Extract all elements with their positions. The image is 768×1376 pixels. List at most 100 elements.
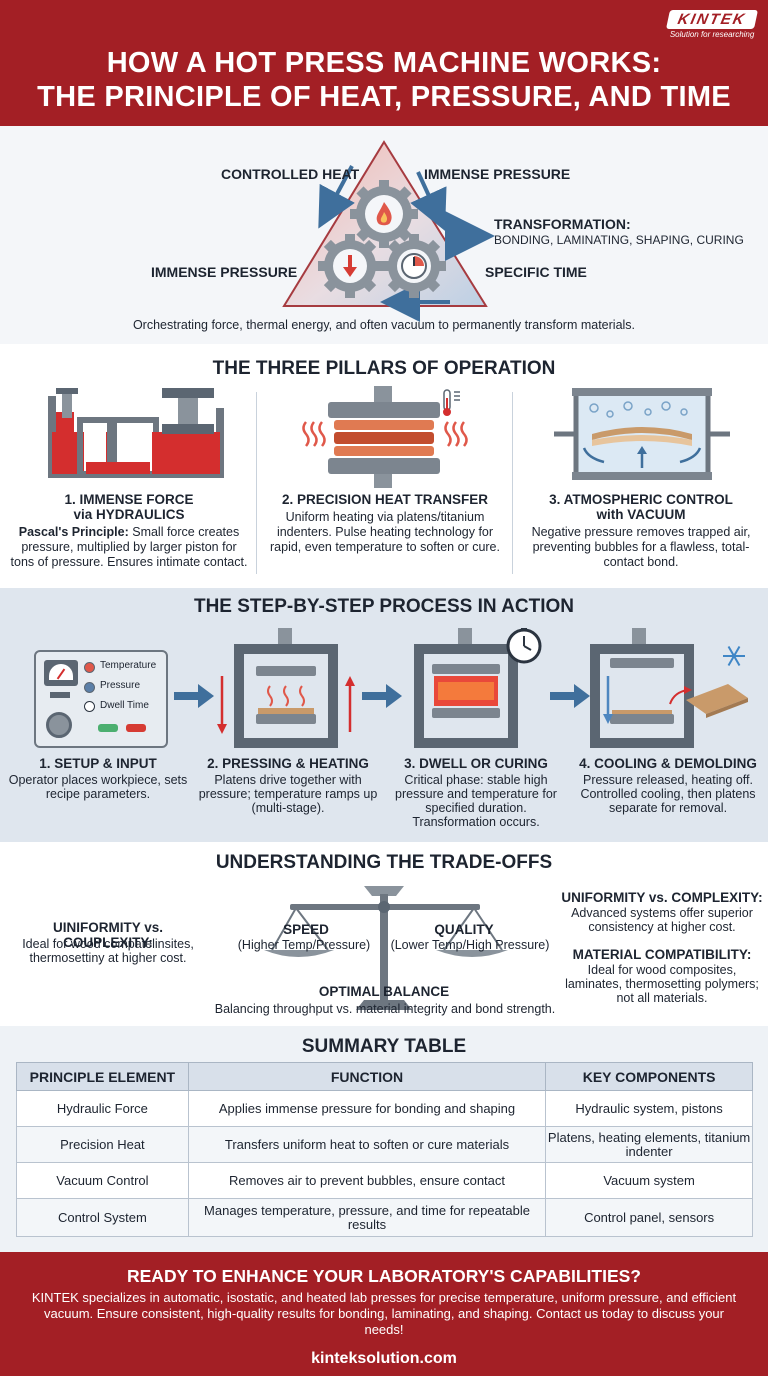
- process-arrows: [174, 684, 590, 708]
- table-row: Hydraulic Force Applies immense pressure…: [16, 1090, 753, 1127]
- balance-body: Balancing throughput vs. material integr…: [214, 1002, 556, 1016]
- clock-icon: [84, 701, 95, 712]
- tradeoff-right1-title: UNIFORMITY vs. COMPLEXITY:: [561, 890, 763, 905]
- balance-title: OPTIMAL BALANCE: [318, 984, 450, 999]
- press-dwell-icon: [414, 628, 542, 748]
- table-cell: Control System: [16, 1198, 189, 1237]
- dwell-time-label: Dwell Time: [100, 700, 149, 711]
- label-immense-pressure-left: IMMENSE PRESSURE: [151, 264, 298, 280]
- label-transformation-items: BONDING, LAMINATING, SHAPING, CURING: [494, 233, 744, 247]
- table-cell: Manages temperature, pressure, and time …: [187, 1198, 547, 1237]
- logo-tagline: Solution for researching: [669, 30, 755, 39]
- pillar-1-body-text: Small force creates pressure, multiplied…: [10, 525, 248, 569]
- step-2-title: 2. PRESSING & HEATING: [207, 756, 369, 771]
- pressure-label: Pressure: [100, 680, 141, 691]
- balance-scale-icon: [264, 886, 508, 1010]
- step-1-title: 1. SETUP & INPUT: [39, 756, 157, 771]
- quality-title: QUALITY: [434, 922, 494, 937]
- tradeoff-right2-title: MATERIAL COMPATIBILITY:: [572, 947, 752, 962]
- column-header: FUNCTION: [187, 1062, 547, 1091]
- speed-subtitle: (Higher Temp/Pressure): [237, 938, 371, 952]
- table-cell: Vacuum system: [545, 1162, 753, 1199]
- temperature-label: Temperature: [100, 660, 157, 671]
- arrow-right-icon: [362, 684, 402, 708]
- gear-heat-icon: [350, 180, 418, 248]
- label-transformation: TRANSFORMATION:: [494, 216, 631, 232]
- speed-title: SPEED: [283, 922, 329, 937]
- principle-triangle-diagram: [282, 140, 495, 322]
- table-row: Precision Heat Transfers uniform heat to…: [16, 1126, 753, 1163]
- pressure-indicator-icon: [84, 682, 95, 693]
- process-heading: THE STEP-BY-STEP PROCESS IN ACTION: [193, 596, 575, 617]
- label-specific-time: SPECIFIC TIME: [485, 264, 587, 280]
- footer-heading: READY TO ENHANCE YOUR LABORATORY'S CAPAB…: [127, 1266, 641, 1286]
- gauge-icon: [44, 660, 78, 686]
- display-icon: [50, 692, 70, 698]
- website-link[interactable]: kinteksolution.com: [311, 1350, 457, 1367]
- dial-knob-icon[interactable]: [46, 712, 72, 738]
- title-line-1: HOW A HOT PRESS MACHINE WORKS:: [106, 47, 662, 79]
- vacuum-chamber-icon: [554, 388, 730, 480]
- column-header: PRINCIPLE ELEMENT: [16, 1062, 189, 1091]
- arrow-right-icon: [174, 684, 214, 708]
- column-header: KEY COMPONENTS: [545, 1062, 753, 1091]
- summary-table: PRINCIPLE ELEMENT FUNCTION KEY COMPONENT…: [16, 1062, 753, 1237]
- table-cell: Hydraulic system, pistons: [545, 1090, 753, 1127]
- summary-section: SUMMARY TABLE PRINCIPLE ELEMENT FUNCTION…: [0, 1026, 768, 1252]
- tradeoff-left-body: Ideal for wood compatelinsites, thermose…: [22, 937, 194, 965]
- table-header-row: PRINCIPLE ELEMENT FUNCTION KEY COMPONENT…: [16, 1062, 753, 1091]
- pillar-2-title: 2. PRECISION HEAT TRANSFER: [281, 492, 489, 507]
- table-cell: Applies immense pressure for bonding and…: [187, 1090, 547, 1127]
- pillar-1-title-line1: 1. IMMENSE FORCE: [64, 492, 194, 507]
- control-panel-icon: Temperature Pressure Dwell Time: [34, 650, 168, 748]
- table-cell: Control panel, sensors: [545, 1198, 753, 1237]
- footer-body: KINTEK specializes in automatic, isostat…: [31, 1290, 737, 1337]
- arrow-pressure-icon: [410, 171, 447, 231]
- table-row: Vacuum Control Removes air to prevent bu…: [16, 1162, 753, 1199]
- logo-wordmark: KINTEK: [666, 10, 759, 29]
- arrow-right-icon: [550, 684, 590, 708]
- pillar-heat-transfer: 2. PRECISION HEAT TRANSFER Uniform heati…: [258, 384, 512, 584]
- step-2-body: Platens drive together with pressure; te…: [198, 773, 378, 815]
- table-cell: Platens, heating elements, titanium inde…: [545, 1126, 753, 1163]
- pillars-section: THE THREE PILLARS OF OPERATION 1. IMMENS…: [0, 344, 768, 588]
- snowflake-icon: [723, 645, 745, 667]
- table-cell: Precision Heat: [16, 1126, 189, 1163]
- start-button[interactable]: [98, 724, 118, 732]
- page-title: HOW A HOT PRESS MACHINE WORKS: THE PRINC…: [0, 46, 768, 114]
- heated-platens-icon: [302, 386, 468, 488]
- pillar-1-body-bold: Pascal's Principle:: [18, 525, 129, 539]
- header-banner: KINTEK Solution for researching HOW A HO…: [0, 0, 768, 126]
- label-immense-pressure-top: IMMENSE PRESSURE: [424, 166, 571, 182]
- table-cell: Removes air to prevent bubbles, ensure c…: [187, 1162, 547, 1199]
- hydraulic-press-icon: [48, 388, 224, 478]
- pillar-1-body: Pascal's Principle: Small force creates …: [8, 525, 250, 570]
- table-cell: Hydraulic Force: [16, 1090, 189, 1127]
- table-cell: Transfers uniform heat to soften or cure…: [187, 1126, 547, 1163]
- stop-button[interactable]: [126, 724, 146, 732]
- press-heating-icon: [217, 628, 355, 748]
- summary-heading: SUMMARY TABLE: [301, 1036, 467, 1057]
- gear-time-icon: [382, 234, 446, 298]
- pillars-heading: THE THREE PILLARS OF OPERATION: [212, 358, 556, 379]
- kintek-logo[interactable]: KINTEK Solution for researching: [666, 10, 759, 39]
- step-1-body: Operator places workpiece, sets recipe p…: [8, 773, 188, 801]
- pillar-2-body: Uniform heating via platens/titanium ind…: [270, 510, 500, 554]
- title-line-2: THE PRINCIPLE OF HEAT, PRESSURE, AND TIM…: [37, 81, 731, 113]
- pillar-3-title-line2: with VACUUM: [596, 507, 686, 522]
- quality-subtitle: (Lower Temp/High Pressure): [390, 938, 550, 952]
- timer-clock-icon: [506, 628, 542, 664]
- temperature-indicator-icon: [84, 662, 95, 673]
- pillar-divider: [256, 392, 257, 574]
- principle-section: CONTROLLED HEAT IMMENSE PRESSURE IMMENSE…: [0, 126, 768, 344]
- table-cell: Vacuum Control: [16, 1162, 189, 1199]
- pillar-3-title-line1: 3. ATMOSPHERIC CONTROL: [549, 492, 733, 507]
- label-controlled-heat: CONTROLLED HEAT: [221, 166, 360, 182]
- tradeoffs-heading: UNDERSTANDING THE TRADE-OFFS: [215, 852, 553, 873]
- pillar-divider: [512, 392, 513, 574]
- step-3-title: 3. DWELL OR CURING: [404, 756, 548, 771]
- step-4-body: Pressure released, heating off. Controll…: [580, 773, 756, 815]
- process-section: THE STEP-BY-STEP PROCESS IN ACTION Tempe…: [0, 588, 768, 842]
- pillar-1-title-line2: via HYDRAULICS: [73, 507, 185, 522]
- pillar-3-body: Negative pressure removes trapped air, p…: [531, 525, 751, 569]
